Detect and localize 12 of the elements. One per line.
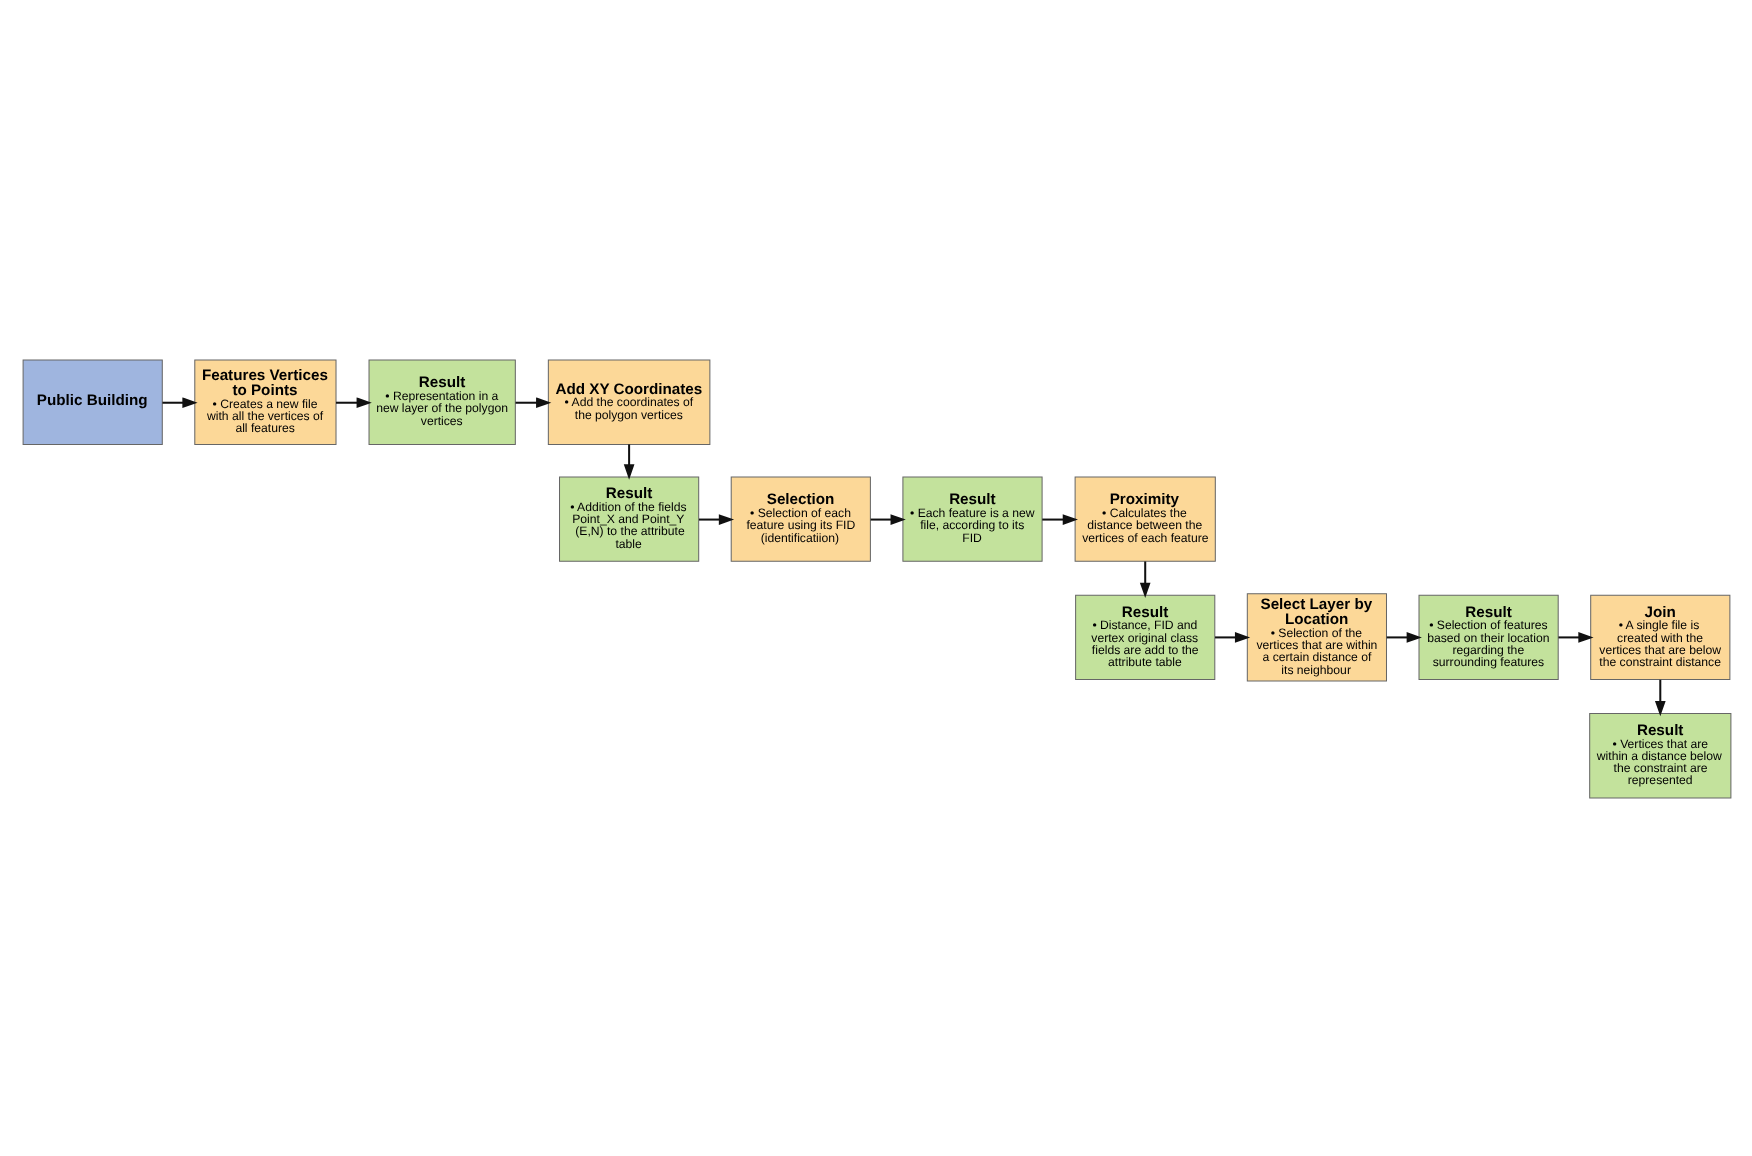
arrow (1653, 678, 1665, 716)
arrow (869, 513, 905, 524)
arrow (1557, 631, 1593, 642)
arrow (335, 396, 371, 408)
arrow (1041, 513, 1077, 524)
arrow (622, 443, 634, 479)
arrow (514, 396, 551, 408)
arrow (1214, 631, 1250, 642)
arrow (1138, 560, 1150, 597)
arrow (161, 396, 197, 408)
arrow (697, 513, 734, 524)
arrow (1385, 631, 1421, 642)
